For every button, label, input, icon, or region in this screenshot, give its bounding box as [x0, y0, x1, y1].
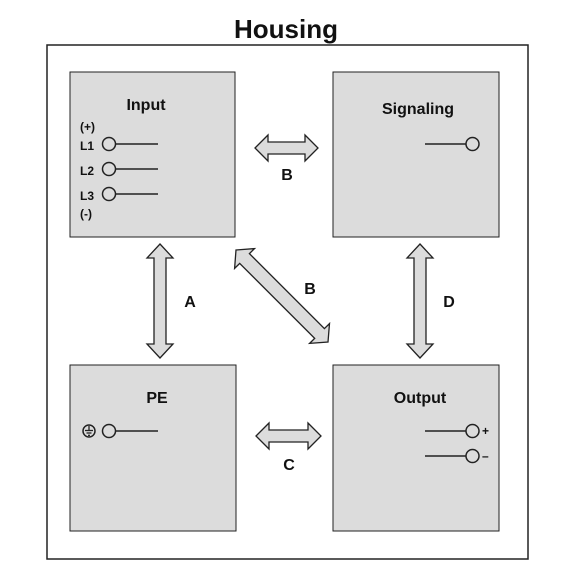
connection-label-input-signaling: B — [281, 167, 293, 184]
output-block: Output + – — [332, 364, 500, 532]
input-terminal-plus-label: (+) — [80, 120, 95, 134]
signaling-block-label: Signaling — [382, 101, 454, 118]
output-terminal-plus-label: + — [482, 424, 489, 438]
arrow-input-pe — [145, 243, 175, 359]
signaling-block-box — [332, 71, 500, 238]
arrow-input-output — [233, 247, 331, 345]
pe-block: PE — [69, 364, 237, 532]
signaling-block: Signaling — [332, 71, 500, 238]
input-terminal-l1-label: L1 — [80, 139, 94, 153]
arrow-pe-output — [255, 421, 322, 451]
input-terminal-l2-label: L2 — [80, 164, 94, 178]
input-terminal-l2 — [101, 161, 117, 177]
pe-block-label: PE — [146, 390, 168, 407]
protective-earth-icon — [82, 424, 96, 438]
input-block-label: Input — [126, 97, 166, 114]
arrow-input-signaling — [254, 133, 319, 163]
pe-terminal — [101, 423, 117, 439]
connection-label-input-output: B — [304, 281, 316, 298]
connection-label-pe-output: C — [283, 457, 295, 474]
diagram-title: Housing — [234, 14, 338, 44]
input-terminal-l3 — [101, 186, 117, 202]
connection-label-input-pe: A — [184, 294, 196, 311]
signaling-terminal — [465, 136, 480, 152]
output-terminal-plus — [465, 423, 480, 439]
pe-block-box — [69, 364, 237, 532]
connection-label-signaling-output: D — [443, 294, 455, 311]
output-terminal-minus — [465, 448, 480, 464]
input-terminal-l1 — [101, 136, 117, 152]
output-block-label: Output — [394, 390, 447, 407]
output-terminal-minus-label: – — [482, 449, 489, 463]
input-terminal-l3-label: L3 — [80, 189, 94, 203]
arrow-signaling-output — [405, 243, 435, 359]
input-block: Input (+) L1 L2 L3 (-) — [69, 71, 236, 238]
output-block-box — [332, 364, 500, 532]
input-terminal-minus-label: (-) — [80, 207, 92, 221]
input-block-box — [69, 71, 236, 238]
